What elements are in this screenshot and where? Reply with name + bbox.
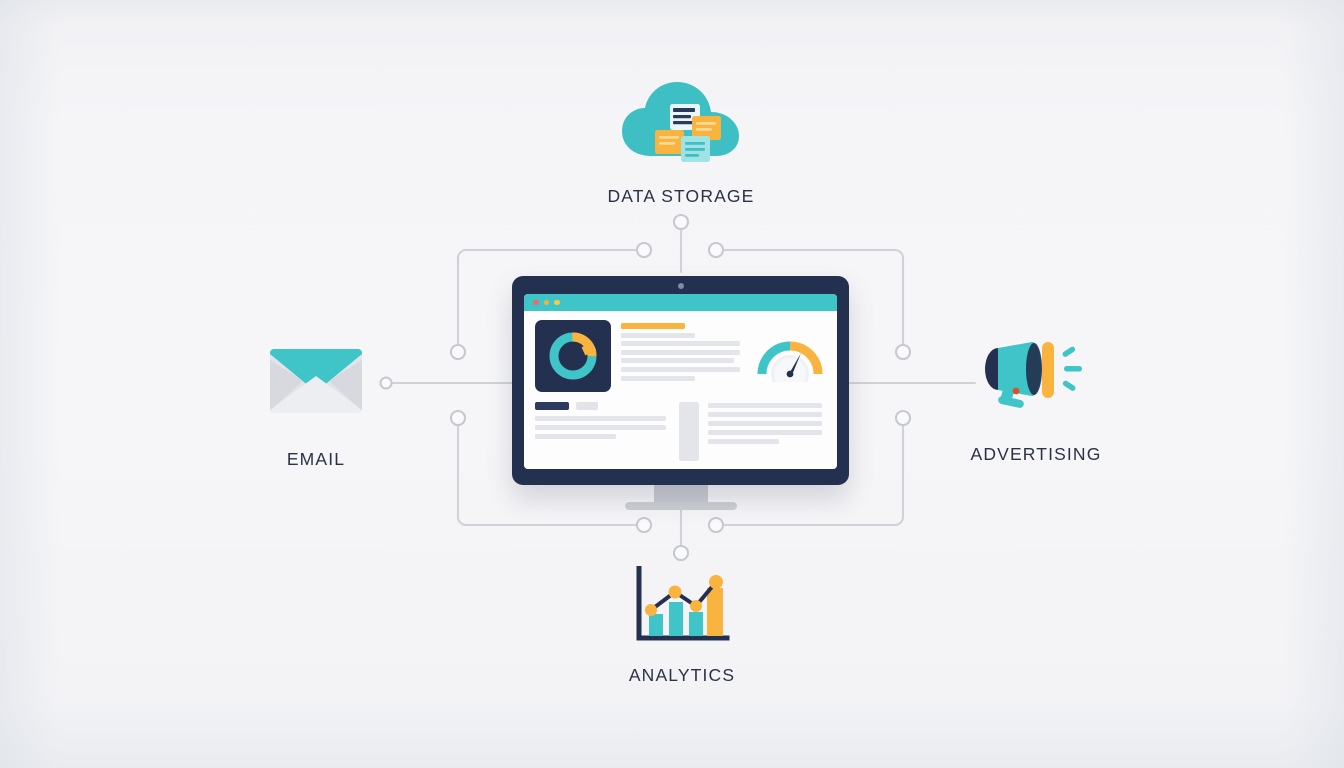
text-line [708,412,823,417]
tag-secondary[interactable] [576,402,598,410]
monitor-screen [524,294,837,469]
connector-node-left-upper [449,343,467,361]
node-label-advertising: ADVERTISING [970,444,1102,464]
gauge-chart-icon [757,341,823,382]
text-line [621,332,695,338]
text-line [708,439,779,444]
connector-node-bottom-left [635,516,653,534]
connector-top-right-elbow [721,248,905,347]
connector-node-right-upper [894,343,912,361]
browser-title-bar [524,294,837,311]
connector-node-bottom-center [672,544,690,562]
monitor-bezel [512,276,849,485]
text-line [621,349,741,355]
donut-chart-icon [549,332,597,380]
connector-node-top-left [635,241,653,259]
connector-node-top-center [672,213,690,231]
text-line [535,433,617,439]
node-analytics[interactable]: ANALYTICS [578,566,786,686]
envelope-icon [270,349,362,414]
donut-chart-card[interactable] [535,320,611,392]
connector-node-top-right [707,241,725,259]
text-line [621,341,741,347]
monitor-neck [653,484,708,504]
bar-line-chart-icon [636,566,730,641]
dashboard-bottom-left-col [535,402,670,461]
node-label-data-storage: DATA STORAGE [607,186,755,206]
node-advertising[interactable]: ADVERTISING [938,336,1134,465]
node-data-storage[interactable]: DATA STORAGE [575,78,787,207]
connector-node-email [379,376,393,390]
tag-primary[interactable] [535,402,569,410]
node-label-analytics: ANALYTICS [628,665,736,685]
text-line [621,366,741,372]
image-placeholder [679,402,700,461]
maximize-dot-icon[interactable] [554,299,560,306]
close-dot-icon[interactable] [533,299,539,306]
envelope-icon-wrap [218,348,414,424]
bar-line-chart-icon-wrap [578,566,786,646]
cloud-storage-icon-wrap [575,78,787,170]
connector-bottom-left-elbow [456,423,639,527]
connector-node-left-lower [449,409,467,427]
dashboard-bottom-right-col [708,402,826,461]
minimize-dot-icon[interactable] [543,299,549,306]
megaphone-icon-wrap [938,336,1134,424]
dashboard-top-row [535,320,826,393]
text-line [535,415,667,421]
connector-bottom-right-elbow [721,423,905,527]
connector-node-right-lower [894,409,912,427]
cloud-storage-icon [622,82,739,162]
text-line [708,421,823,426]
node-label-email: EMAIL [286,449,346,469]
dashboard-monitor[interactable] [512,276,849,510]
text-line [621,358,735,364]
tag-row [535,402,670,410]
dashboard-text-block [621,320,744,381]
connector-node-bottom-right [707,516,725,534]
dashboard-body [524,311,837,469]
text-line [708,430,823,435]
text-line [535,424,667,430]
webcam-icon [677,283,684,289]
gauge-chart-wrap[interactable] [754,320,826,386]
node-email[interactable]: EMAIL [218,348,414,470]
monitor-base [624,502,737,510]
dashboard-bottom-row [535,402,826,461]
megaphone-icon [985,342,1082,408]
text-line [708,403,823,408]
accent-heading-bar [621,323,685,329]
text-line [621,375,695,381]
connector-top-left-elbow [456,248,639,347]
